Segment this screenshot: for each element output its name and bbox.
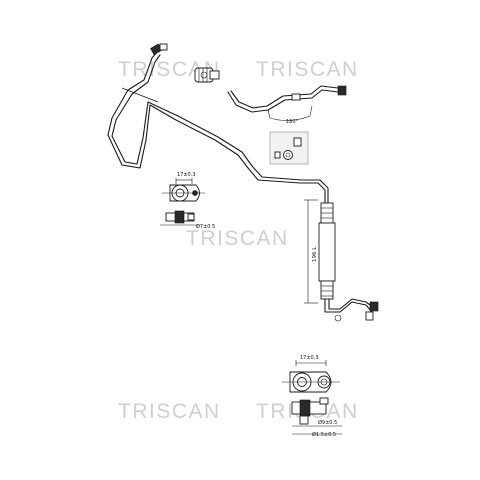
detail2-d2-label: Ø1.5±0.5 [312, 431, 336, 438]
top-bend-detail: 180° [227, 85, 347, 125]
main-brake-pipe [107, 43, 329, 204]
eyelet-detail-1: 17±0.3 Ø7±0.5 [160, 172, 215, 230]
watermarks: TRISCAN TRISCAN TRISCAN TRISCAN TRISCAN [118, 58, 359, 423]
detail1-diameter-label: Ø7±0.5 [196, 223, 215, 230]
watermark-bottom-left: TRISCAN [118, 400, 221, 423]
pipe-clip [194, 67, 220, 83]
detail1-width-label: 17±0.3 [177, 172, 196, 178]
detail2-width-label: 17±0.3 [300, 355, 319, 361]
watermark-top-right: TRISCAN [256, 58, 359, 81]
watermark-top-left: TRISCAN [118, 58, 221, 81]
length-label: 196 L [312, 246, 318, 262]
fitting-box-detail [269, 131, 309, 165]
angle-label: 180° [286, 119, 299, 125]
vertical-hose-section: 196 L [304, 199, 379, 322]
eyelet-detail-2: 17±0.3 Ø9±0.5 Ø1.5±0.5 [282, 355, 342, 438]
detail2-d1-label: Ø9±0.5 [318, 419, 337, 426]
watermark-center: TRISCAN [186, 227, 289, 250]
